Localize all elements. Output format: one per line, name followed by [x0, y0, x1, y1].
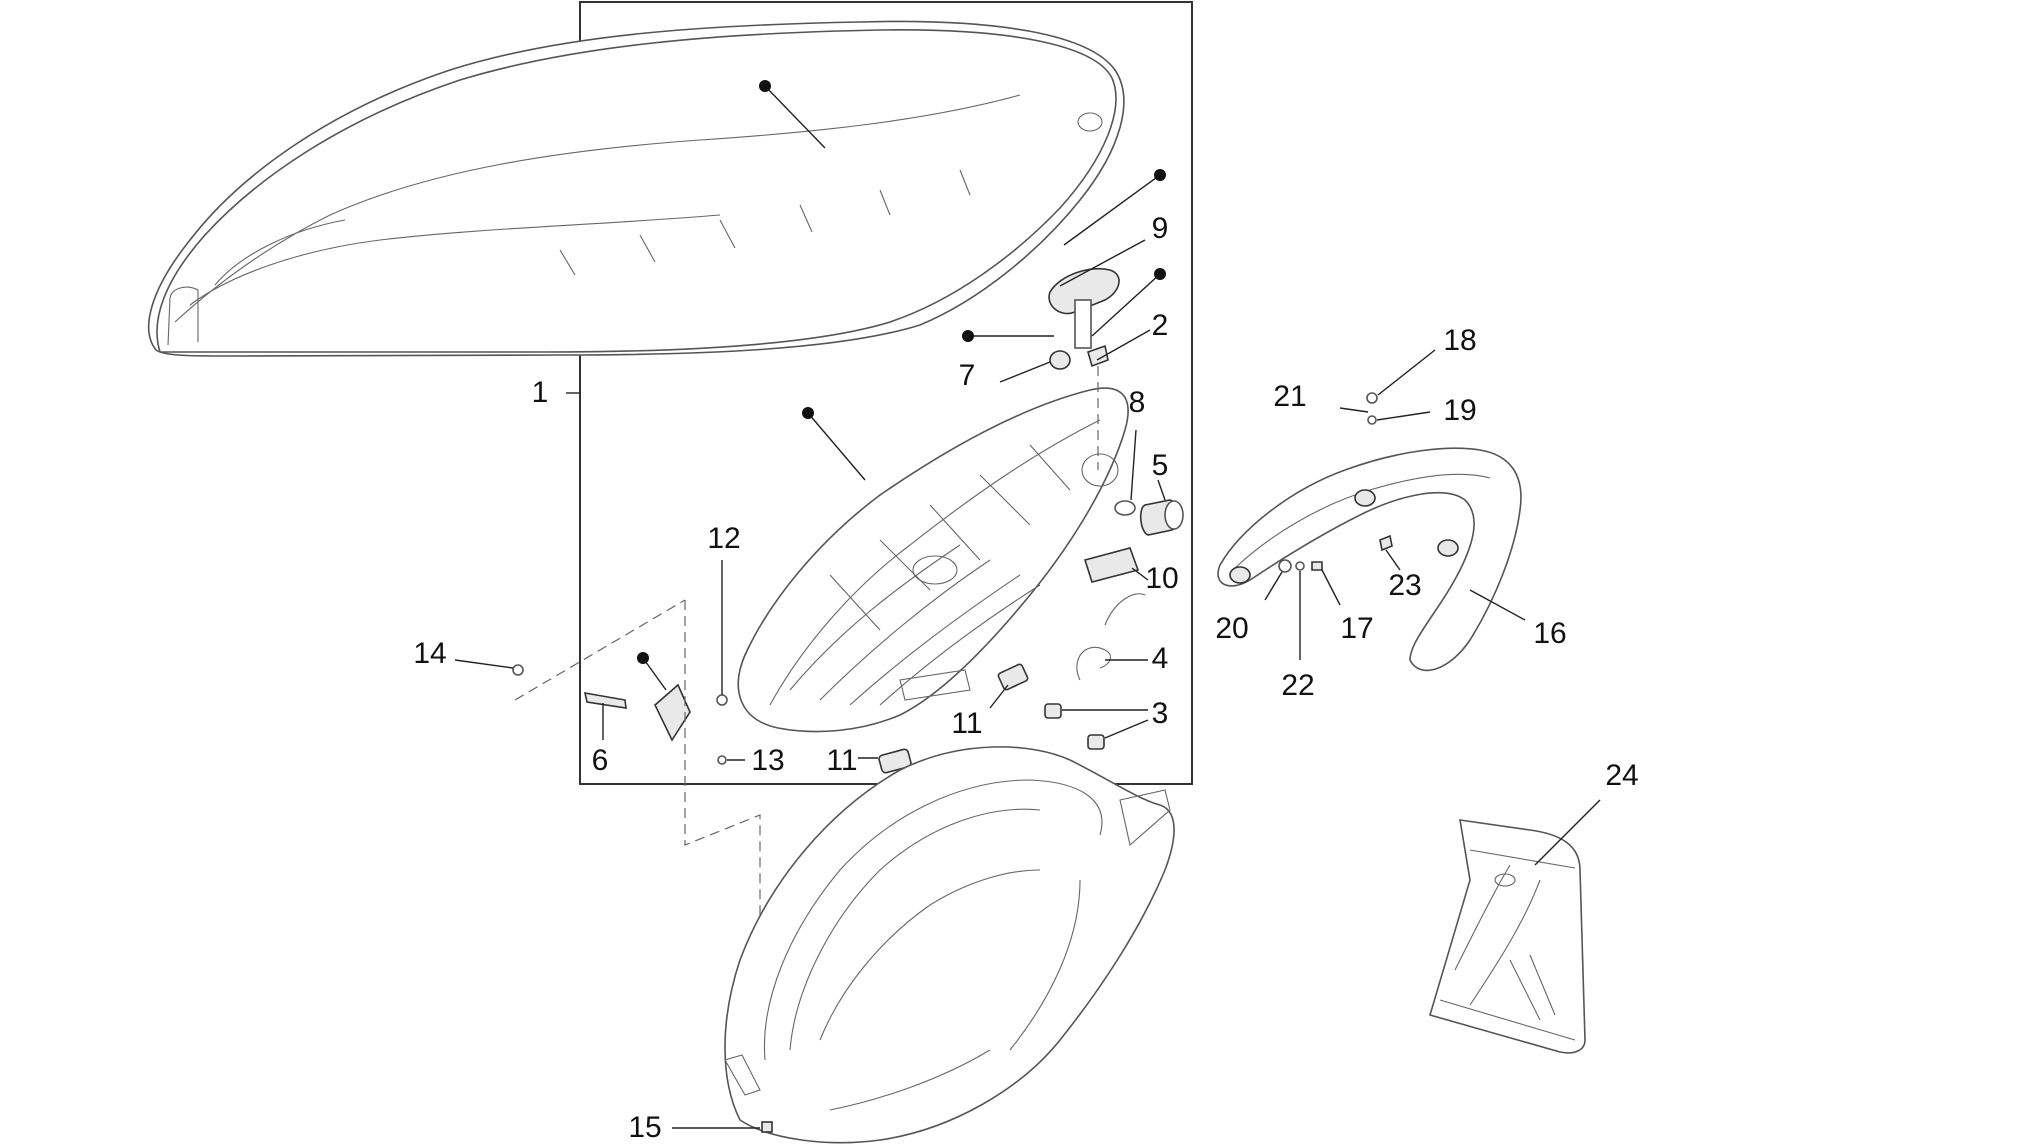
rear-grab-rail — [1217, 447, 1522, 672]
callout-2: 2 — [1152, 309, 1169, 342]
seat-hinge — [1048, 268, 1120, 470]
callout-14: 14 — [413, 637, 446, 670]
reference-dot — [1154, 169, 1166, 181]
callout-24: 24 — [1605, 759, 1638, 792]
seat-cover-outline — [156, 29, 1117, 353]
screw — [761, 1121, 773, 1133]
callout-21: 21 — [1273, 380, 1306, 413]
callout-13: 13 — [751, 744, 784, 777]
reference-dot — [962, 330, 974, 342]
alignment-guide — [514, 599, 686, 701]
callout-11a: 11 — [951, 707, 982, 740]
reference-dot — [1154, 268, 1166, 280]
callout-9: 9 — [1152, 212, 1169, 245]
seat-pads — [878, 663, 1029, 774]
seat-lock — [1114, 499, 1184, 536]
callout-20: 20 — [1215, 612, 1248, 645]
front-hook — [583, 683, 728, 765]
callout-11b: 11 — [826, 744, 857, 777]
callout-1: 1 — [532, 376, 549, 409]
callout-8: 8 — [1129, 386, 1146, 419]
helmet-compartment — [724, 746, 1175, 1144]
callout-17: 17 — [1340, 612, 1373, 645]
callout-12: 12 — [707, 522, 740, 555]
rail-fasteners — [1278, 392, 1393, 573]
reference-dot — [637, 652, 649, 664]
rubber-buffers — [1044, 703, 1105, 750]
callout-6: 6 — [592, 744, 609, 777]
callout-7: 7 — [959, 359, 976, 392]
callout-16: 16 — [1533, 617, 1566, 650]
seat-base-pan — [737, 387, 1129, 733]
callout-3: 3 — [1152, 697, 1169, 730]
callout-15: 15 — [628, 1111, 661, 1144]
callout-22: 22 — [1281, 669, 1314, 702]
screw — [512, 664, 524, 676]
callout-18: 18 — [1443, 324, 1476, 357]
reference-dot — [802, 407, 814, 419]
callout-10: 10 — [1145, 562, 1178, 595]
callout-23: 23 — [1388, 569, 1421, 602]
tool-kit-pouch — [1429, 819, 1586, 1054]
callout-5: 5 — [1152, 449, 1169, 482]
reference-dot — [759, 80, 771, 92]
latch-cable — [1076, 646, 1111, 681]
callout-4: 4 — [1152, 642, 1169, 675]
seat-latch — [1083, 547, 1146, 626]
callout-19: 19 — [1443, 394, 1476, 427]
